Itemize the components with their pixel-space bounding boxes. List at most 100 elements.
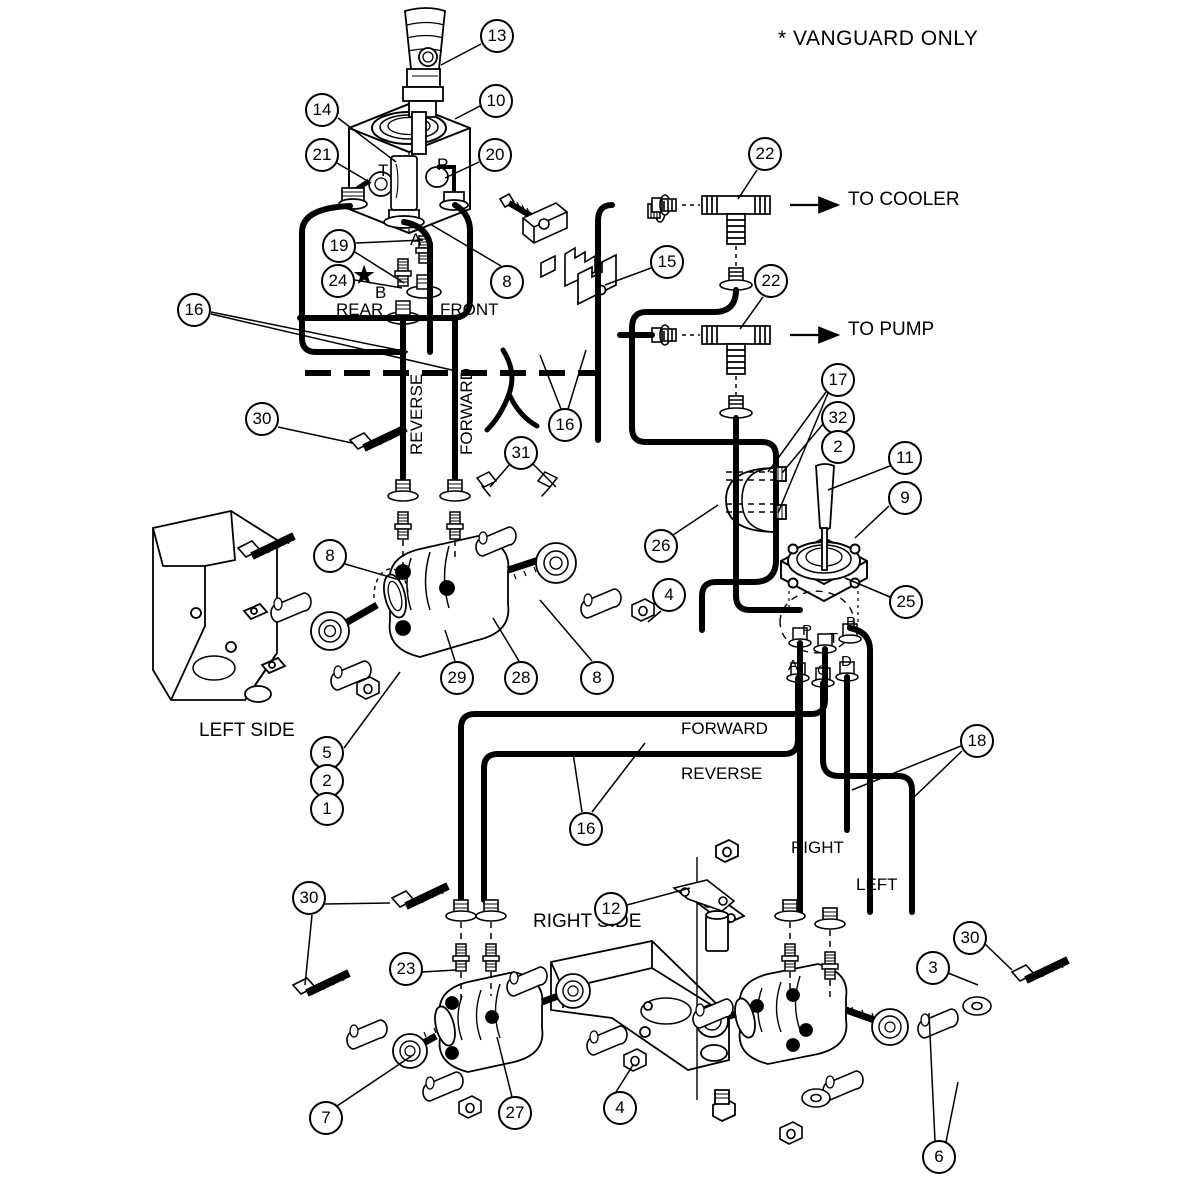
callout-26[interactable]: 26 [644,529,678,563]
callout-12[interactable]: 12 [594,892,628,926]
callout-4a[interactable]: 4 [652,578,686,612]
callout-22[interactable]: 22 [748,137,782,171]
port-label-b-upper: B [375,283,387,302]
callout-16c[interactable]: 16 [569,812,603,846]
callout-6[interactable]: 6 [922,1140,956,1174]
callout-number: 30 [252,409,272,428]
callout-3[interactable]: 3 [916,951,950,985]
callout-8c[interactable]: 8 [580,661,614,695]
callout-22b[interactable]: 22 [754,264,788,298]
tee-fitting-pump [701,325,771,375]
callout-15[interactable]: 15 [650,245,684,279]
callout-number: 2 [833,437,843,456]
bottom-left-cylinder [392,971,591,1073]
callout-number: 26 [651,536,671,555]
callout-11[interactable]: 11 [888,441,922,475]
port-label-p-lower: P [802,622,813,639]
port-label-c-lower: C [817,662,828,679]
bottom-right-cylinder-hardware [692,899,1070,1145]
port-label-b-lower: B [846,614,857,631]
callout-8b[interactable]: 8 [313,539,347,573]
upper-hose-retainer-clip [540,246,596,288]
hose-label-left: LEFT [856,875,898,894]
callout-18[interactable]: 18 [960,724,994,758]
vanguard-star-icon: ★ [352,260,377,290]
callout-30c[interactable]: 30 [953,921,987,955]
callout-number: 5 [322,743,332,762]
flow-label-to-cooler: TO COOLER [848,189,960,210]
callout-8a[interactable]: 8 [490,265,524,299]
callout-13[interactable]: 13 [480,19,514,53]
callout-31[interactable]: 31 [504,436,538,470]
callout-number: 22 [755,144,775,163]
vanguard-note: * VANGUARD ONLY [778,27,979,50]
callout-1[interactable]: 1 [310,792,344,826]
callout-4b[interactable]: 4 [603,1091,637,1125]
callout-30a[interactable]: 30 [245,402,279,436]
callout-24[interactable]: 24 [321,264,355,298]
callout-16b[interactable]: 16 [548,408,582,442]
callout-23[interactable]: 23 [389,952,423,986]
callout-number: 24 [328,271,348,290]
callout-number: 28 [511,668,531,687]
callout-number: 7 [321,1108,331,1127]
callout-number: 16 [184,300,204,319]
callout-number: 32 [828,408,848,427]
hose-label-forward-horizontal: FORWARD [681,719,768,738]
callout-29[interactable]: 29 [440,661,474,695]
callout-21[interactable]: 21 [305,138,339,172]
callout-number: 6 [934,1147,944,1166]
port-label-t-lower: T [829,630,839,647]
callout-number: 31 [511,443,531,462]
hose-label-forward-vertical: FORWARD [457,368,476,455]
tee-cooler-assembly [647,194,841,291]
callout-20[interactable]: 20 [478,138,512,172]
callout-14[interactable]: 14 [305,93,339,127]
callout-number: 8 [325,546,335,565]
hose-label-front: FRONT [440,300,499,319]
callout-19[interactable]: 19 [322,229,356,263]
callout-number: 23 [396,959,416,978]
callout-number: 22 [761,271,781,290]
callout-7[interactable]: 7 [309,1101,343,1135]
tee-pump-assembly [651,324,841,419]
callout-27[interactable]: 27 [498,1096,532,1130]
callout-number: 16 [555,415,575,434]
callout-17[interactable]: 17 [821,363,855,397]
callout-2a[interactable]: 2 [821,430,855,464]
left-cylinder-feed-nipples [387,479,471,578]
callout-number: 13 [487,26,507,45]
callout-number: 4 [664,585,674,604]
hose-label-reverse-vertical: REVERSE [407,373,426,455]
hose-label-right: RIGHT [791,838,844,857]
port-label-d-lower: D [841,653,852,670]
callout-9[interactable]: 9 [888,481,922,515]
callout-number: 3 [928,958,938,977]
callout-number: 21 [312,145,332,164]
callout-number: 4 [615,1098,625,1117]
callout-30b[interactable]: 30 [292,881,326,915]
callout-number: 8 [502,272,512,291]
port-label-t-upper: T [378,161,389,180]
callout-number: 19 [329,236,349,255]
callout-number: 25 [896,592,916,611]
callout-number: 16 [576,819,596,838]
callout-16a[interactable]: 16 [177,293,211,327]
callout-32[interactable]: 32 [821,401,855,435]
callout-28[interactable]: 28 [504,661,538,695]
callout-number: 10 [486,91,506,110]
upper-clamp-bolt [498,192,535,220]
left-side-frame-bracket [152,510,287,703]
callout-number: 29 [447,668,467,687]
callout-25[interactable]: 25 [889,585,923,619]
callout-number: 9 [900,488,910,507]
callout-number: 20 [485,145,505,164]
upper-hose-clamp-block [522,202,568,244]
pump-down-fitting [719,395,753,419]
port-label-a-lower: A [788,657,799,674]
section-label-left-side: LEFT SIDE [199,720,295,741]
right-side-frame-bracket [550,838,746,1123]
callout-number: 1 [322,799,332,818]
callout-10[interactable]: 10 [479,84,513,118]
